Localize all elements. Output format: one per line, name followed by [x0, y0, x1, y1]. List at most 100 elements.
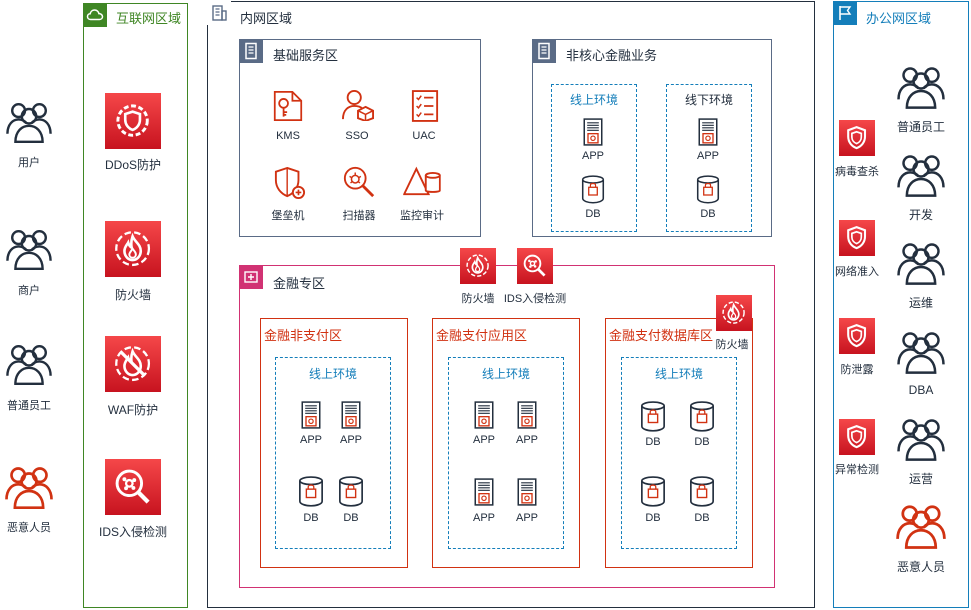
zone-title: 非核心金融业务 — [566, 48, 658, 63]
finance-pay-db-zone: 金融支付数据库区 防火墙 线上环境 DB DB DB DB — [605, 295, 753, 568]
finance-pay-app-zone: 金融支付应用区 线上环境 APP APP APP APP — [432, 318, 580, 568]
firewall-icon — [105, 221, 161, 277]
service-label: 堡垒机 — [271, 210, 305, 222]
online-env: 线上环境 APP DB — [551, 84, 637, 232]
online-env: 线上环境 APP APP APP APP — [448, 357, 564, 549]
antivirus-shield-icon — [839, 120, 875, 156]
intranet-zone: 内网区域 基础服务区 KMS SSO UAC 堡垒机 扫描器 监控审计 非核心金… — [207, 1, 815, 608]
user-label: 恶意人员 — [896, 560, 946, 574]
service-label: 监控审计 — [400, 210, 444, 222]
node-label: DB — [694, 512, 710, 524]
firewall-label: 防火墙 — [715, 339, 749, 351]
users-icon — [896, 148, 946, 200]
server-icon — [583, 117, 603, 147]
zone-title: 办公网区域 — [866, 11, 932, 26]
zone-title: 内网区域 — [240, 11, 293, 26]
node-label: DB — [303, 512, 319, 524]
ids-label: IDS入侵检测 — [503, 293, 567, 305]
office-zone: 办公网区域 病毒查杀 网络准入 防泄露 异常检测 普通员工 开发 运维 DBA … — [833, 1, 969, 608]
user-label: DBA — [908, 383, 934, 397]
database-icon — [696, 174, 720, 204]
online-env: 线上环境 APP APP DB DB — [275, 357, 391, 549]
env-title: 线上环境 — [481, 367, 531, 381]
finance-tag-icon — [239, 265, 263, 289]
anomaly-shield-icon — [839, 419, 875, 455]
user-label: 运维 — [908, 296, 934, 310]
shield-label: 防泄露 — [840, 364, 874, 376]
monitor-audit-icon — [403, 166, 441, 198]
user-label: 用户 — [18, 157, 40, 169]
env-title: 线上环境 — [308, 367, 358, 381]
database-icon — [581, 174, 605, 204]
node-label: APP — [299, 434, 323, 446]
server-icon — [301, 400, 321, 430]
ids-icon — [105, 459, 161, 515]
service-label: UAC — [412, 130, 436, 142]
server-icon — [474, 400, 494, 430]
internet-zone: 互联网区域 DDoS防护 防火墙 WAF防护 IDS入侵检测 — [83, 3, 188, 608]
server-tag-icon — [239, 39, 263, 63]
users-icon — [5, 338, 53, 388]
zone-title: 基础服务区 — [273, 48, 339, 63]
shield-label: 病毒查杀 — [835, 166, 879, 178]
malicious-users-icon — [895, 498, 947, 552]
users-icon — [896, 60, 946, 112]
node-label: DB — [694, 436, 710, 448]
env-title: 线下环境 — [684, 93, 734, 107]
node-label: DB — [645, 436, 661, 448]
server-icon — [474, 477, 494, 507]
node-label: APP — [339, 434, 363, 446]
env-title: 线上环境 — [569, 93, 619, 107]
database-icon — [640, 475, 666, 507]
database-icon — [338, 475, 364, 507]
node-label: APP — [472, 434, 496, 446]
node-label: APP — [515, 512, 539, 524]
database-icon — [298, 475, 324, 507]
online-env: 线上环境 DB DB DB DB — [621, 357, 737, 549]
server-tag-icon — [532, 39, 556, 63]
database-icon — [689, 400, 715, 432]
item-label: WAF防护 — [107, 403, 159, 417]
ddos-protection-icon — [105, 93, 161, 149]
scanner-icon — [342, 165, 376, 199]
waf-icon — [105, 336, 161, 392]
db-label: DB — [585, 208, 601, 220]
firewall-label: 防火墙 — [461, 293, 495, 305]
subzone-title: 金融支付数据库区 — [609, 328, 714, 343]
subzone-title: 金融非支付区 — [264, 328, 343, 343]
non-core-finance-zone: 非核心金融业务 线上环境 APP DB 线下环境 APP DB — [532, 39, 772, 237]
dlp-shield-icon — [839, 318, 875, 354]
subzone-title: 金融支付应用区 — [436, 328, 528, 343]
app-label: APP — [581, 150, 605, 162]
env-title: 线上环境 — [654, 367, 704, 381]
database-icon — [689, 475, 715, 507]
server-icon — [517, 477, 537, 507]
node-label: DB — [343, 512, 359, 524]
server-icon — [341, 400, 361, 430]
users-icon — [896, 236, 946, 288]
service-label: 扫描器 — [342, 210, 376, 222]
users-icon — [5, 223, 53, 273]
checklist-icon — [411, 89, 439, 123]
malicious-users-icon — [4, 460, 54, 512]
basic-services-zone: 基础服务区 KMS SSO UAC 堡垒机 扫描器 监控审计 — [239, 39, 481, 237]
shield-label: 异常检测 — [835, 464, 879, 476]
malicious-label: 恶意人员 — [7, 522, 51, 534]
server-icon — [517, 400, 537, 430]
finance-nonpay-zone: 金融非支付区 线上环境 APP APP DB DB — [260, 318, 408, 568]
database-icon — [640, 400, 666, 432]
merchant-label: 商户 — [18, 285, 40, 297]
bastion-shield-icon — [274, 166, 306, 200]
shield-label: 网络准入 — [835, 266, 879, 278]
node-label: APP — [515, 434, 539, 446]
firewall-icon — [716, 295, 752, 331]
db-label: DB — [700, 208, 716, 220]
user-label: 开发 — [908, 208, 934, 222]
offline-env: 线下环境 APP DB — [666, 84, 752, 232]
node-label: APP — [472, 512, 496, 524]
zone-title: 金融专区 — [273, 276, 326, 291]
ids-icon — [517, 248, 553, 284]
item-label: IDS入侵检测 — [98, 525, 168, 539]
service-label: KMS — [276, 130, 300, 142]
users-icon — [896, 325, 946, 377]
